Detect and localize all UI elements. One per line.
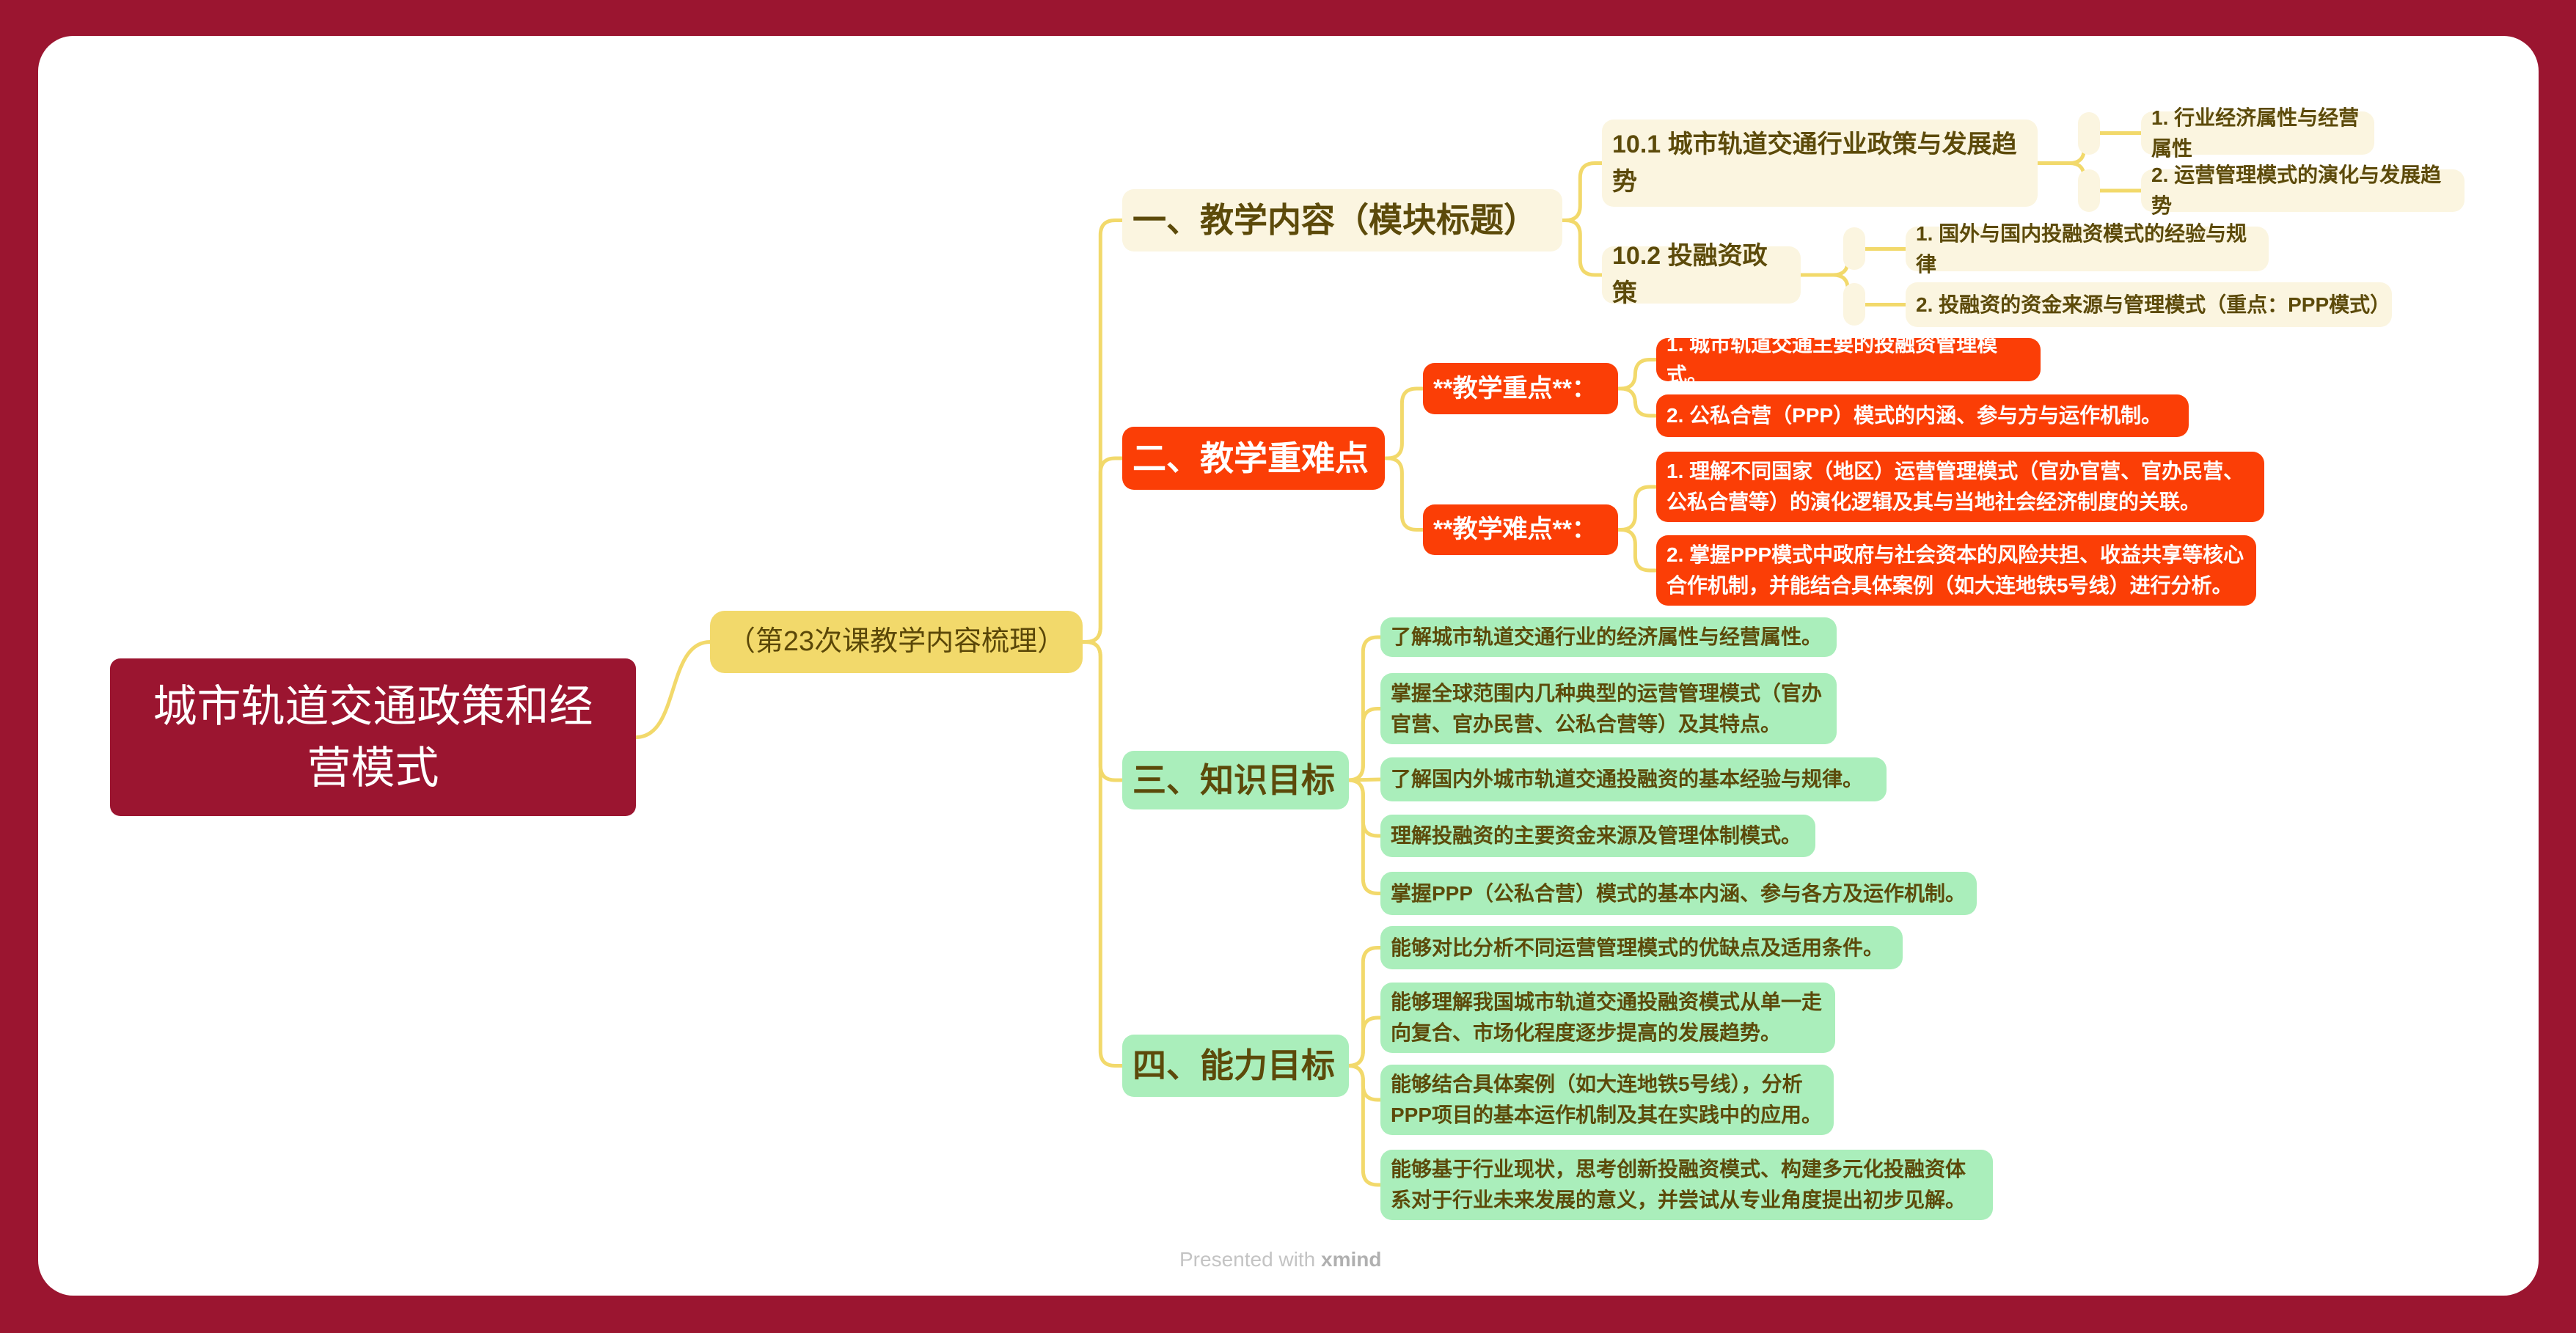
leaf-topic[interactable]: 能够对比分析不同运营管理模式的优缺点及适用条件。 — [1380, 926, 1903, 969]
leaf-topic[interactable]: 理解投融资的主要资金来源及管理体制模式。 — [1380, 815, 1815, 857]
leaf-topic[interactable]: 能够理解我国城市轨道交通投融资模式从单一走向复合、市场化程度逐步提高的发展趋势。 — [1380, 983, 1835, 1053]
key-points-topic[interactable]: **教学重点**： — [1423, 363, 1618, 414]
branch-teaching-content[interactable]: 一、教学内容（模块标题） — [1122, 189, 1562, 251]
footer-text: Presented with — [1179, 1248, 1316, 1271]
leaf-topic[interactable]: 了解国内外城市轨道交通投融资的基本经验与规律。 — [1380, 757, 1887, 801]
branch-key-difficult-points[interactable]: 二、教学重难点 — [1122, 427, 1385, 490]
leaf-topic[interactable]: 1. 行业经济属性与经营属性 — [2141, 106, 2374, 160]
collapse-handle[interactable] — [2078, 169, 2100, 212]
leaf-topic[interactable]: 能够基于行业现状，思考创新投融资模式、构建多元化投融资体系对于行业未来发展的意义… — [1380, 1150, 1993, 1220]
branch-knowledge-goals[interactable]: 三、知识目标 — [1122, 751, 1349, 809]
leaf-topic[interactable]: 2. 运营管理模式的演化与发展趋势 — [2141, 164, 2465, 217]
leaf-topic[interactable]: 1. 理解不同国家（地区）运营管理模式（官办官营、官办民营、公私合营等）的演化逻… — [1656, 452, 2264, 522]
xmind-logo: xmind — [1321, 1248, 1382, 1271]
leaf-topic[interactable]: 1. 城市轨道交通主要的投融资管理模式。 — [1656, 333, 2041, 386]
difficult-points-topic[interactable]: **教学难点**： — [1423, 504, 1618, 555]
leaf-topic[interactable]: 掌握全球范围内几种典型的运营管理模式（官办官营、官办民营、公私合营等）及其特点。 — [1380, 673, 1837, 744]
collapse-handle[interactable] — [1843, 283, 1865, 326]
branch-ability-goals[interactable]: 四、能力目标 — [1122, 1035, 1349, 1097]
collapse-handle[interactable] — [2078, 112, 2100, 155]
leaf-topic[interactable]: 了解城市轨道交通行业的经济属性与经营属性。 — [1380, 617, 1837, 657]
root-topic[interactable]: 城市轨道交通政策和经营模式 — [110, 658, 636, 816]
leaf-topic[interactable]: 2. 公私合营（PPP）模式的内涵、参与方与运作机制。 — [1656, 394, 2189, 437]
topic-10-2[interactable]: 10.2 投融资政策 — [1602, 242, 1801, 307]
leaf-topic[interactable]: 2. 掌握PPP模式中政府与社会资本的风险共担、收益共享等核心合作机制，并能结合… — [1656, 535, 2256, 606]
leaf-topic[interactable]: 2. 投融资的资金来源与管理模式（重点：PPP模式） — [1906, 282, 2392, 327]
presented-with-xmind[interactable]: Presented with xmind — [1179, 1248, 1381, 1271]
leaf-topic[interactable]: 1. 国外与国内投融资模式的经验与规律 — [1906, 222, 2269, 276]
leaf-topic[interactable]: 能够结合具体案例（如大连地铁5号线），分析PPP项目的基本运作机制及其在实践中的… — [1380, 1065, 1834, 1135]
leaf-topic[interactable]: 掌握PPP（公私合营）模式的基本内涵、参与各方及运作机制。 — [1380, 872, 1977, 915]
central-subtopic[interactable]: （第23次课教学内容梳理） — [710, 611, 1083, 673]
topic-10-1[interactable]: 10.1 城市轨道交通行业政策与发展趋势 — [1602, 120, 2038, 207]
collapse-handle[interactable] — [1843, 227, 1865, 270]
